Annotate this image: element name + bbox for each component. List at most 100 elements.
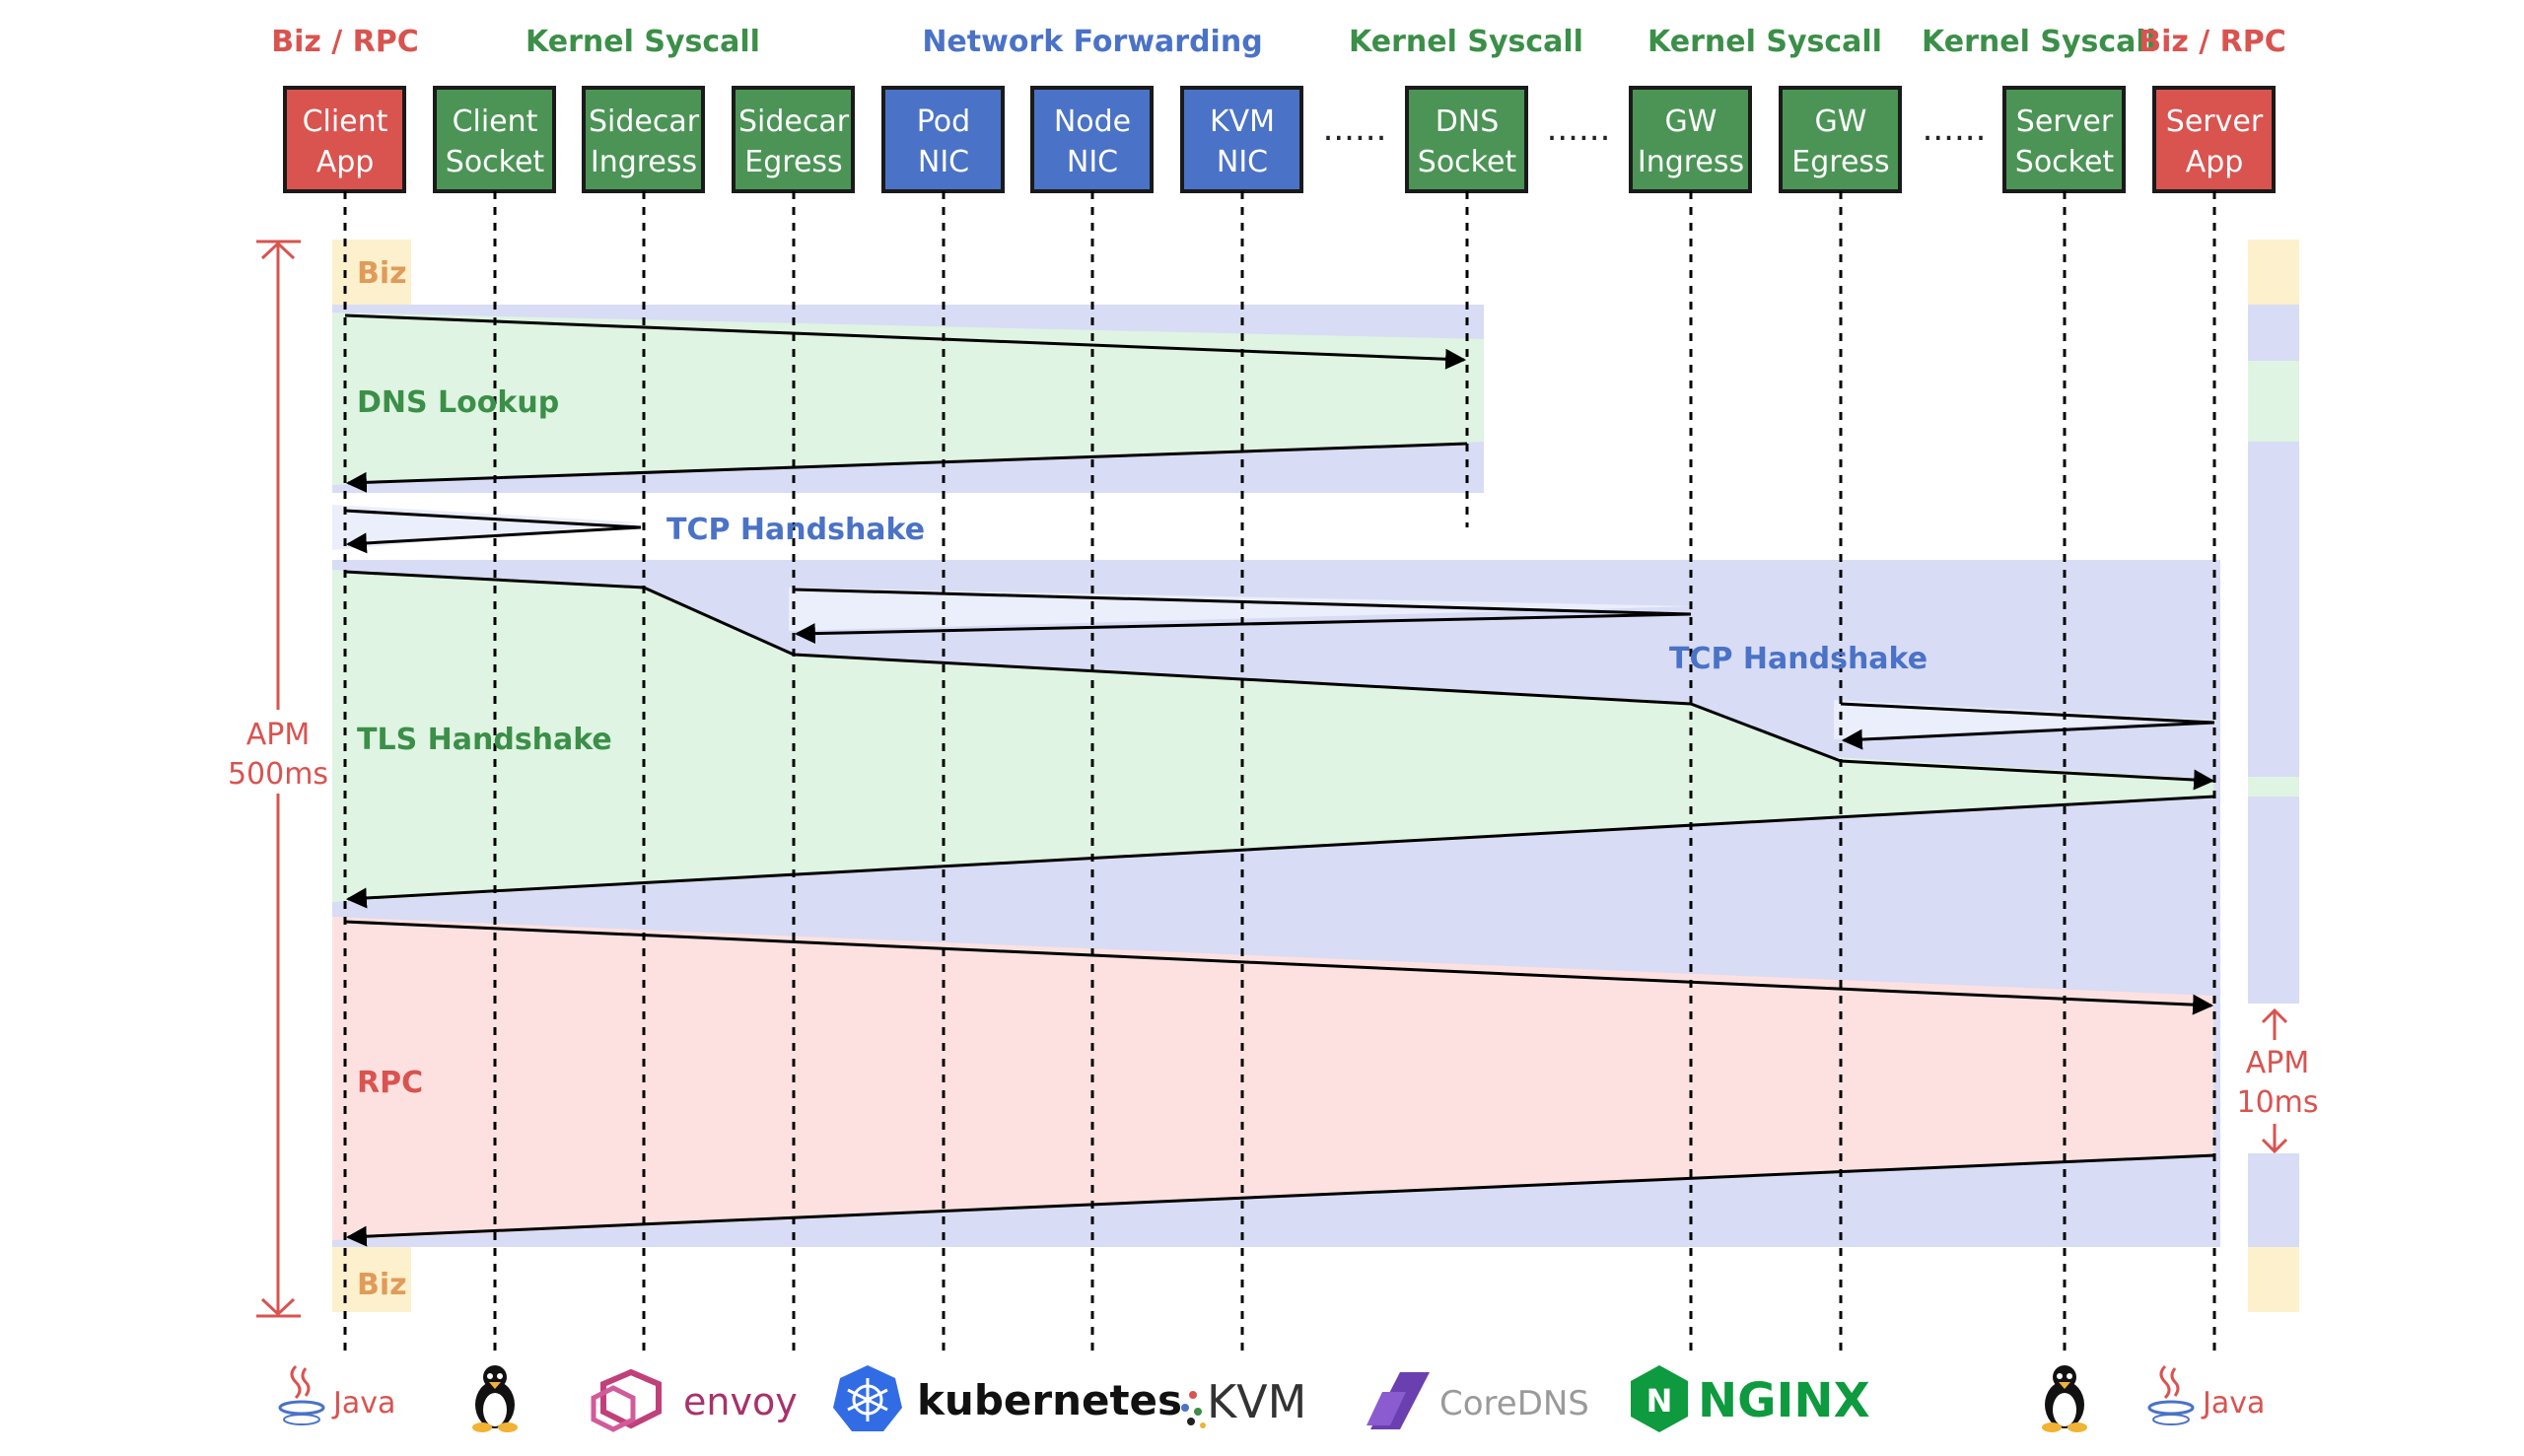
category-label: Biz / RPC <box>271 25 419 59</box>
phase-label-biz-top: Biz <box>357 256 407 291</box>
phase-label-biz-bottom: Biz <box>357 1268 407 1302</box>
component-sidecar-ingress[interactable]: Sidecar Ingress <box>582 86 705 193</box>
phase-backgrounds <box>332 240 2299 1312</box>
svg-text:Socket: Socket <box>446 145 545 179</box>
apm-client-value: 500ms <box>228 757 328 792</box>
svg-text:GW: GW <box>1665 104 1718 139</box>
tcp3-synack-arrow <box>1841 721 2215 750</box>
tcp1-synack-arrow <box>345 525 642 554</box>
tls-server-response-arrow <box>345 795 2215 909</box>
apm-client-label: APM <box>246 718 311 752</box>
svg-text:Java: Java <box>2201 1386 2265 1421</box>
svg-text:Client: Client <box>303 104 388 139</box>
envoy-logo: envoy <box>591 1368 798 1432</box>
phase-label-dns: DNS Lookup <box>357 385 559 420</box>
server-bar-tcp <box>2248 442 2299 777</box>
svg-text:Egress: Egress <box>1791 145 1889 179</box>
svg-text:NIC: NIC <box>1067 145 1118 179</box>
svg-text:DNS: DNS <box>1436 104 1500 139</box>
phase-label-tls: TLS Handshake <box>357 723 612 757</box>
logos-row: Java envoy kubernetes <box>278 1364 2265 1432</box>
component-server-app[interactable]: Server App <box>2152 86 2276 193</box>
svg-text:App: App <box>316 145 375 179</box>
svg-text:NIC: NIC <box>1217 145 1268 179</box>
category-label: Kernel Syscall <box>1922 25 2156 59</box>
lifelines <box>343 191 2216 1351</box>
component-client-socket[interactable]: Client Socket <box>433 86 556 193</box>
ellipsis: ...... <box>1323 109 1387 149</box>
svg-text:Socket: Socket <box>1418 145 1517 179</box>
server-bar-tls-green <box>2248 777 2299 797</box>
linux-logo-client <box>472 1365 518 1432</box>
svg-text:Ingress: Ingress <box>1638 145 1744 179</box>
messages <box>344 313 2215 1247</box>
category-label: Kernel Syscall <box>1349 25 1583 59</box>
phase-label-rpc: RPC <box>357 1066 423 1100</box>
category-label: Kernel Syscall <box>526 25 760 59</box>
svg-text:Server: Server <box>2016 104 2114 139</box>
server-bar-tls <box>2248 797 2299 1004</box>
dns-lookup-region <box>332 312 1484 485</box>
svg-text:NGINX: NGINX <box>1698 1373 1870 1428</box>
java-logo-client: Java <box>278 1364 395 1425</box>
svg-text:Java: Java <box>331 1386 395 1421</box>
category-headers: Biz / RPC Kernel Syscall Network Forward… <box>271 25 2286 59</box>
kvm-logo: KVM <box>1181 1375 1306 1428</box>
svg-text:kubernetes: kubernetes <box>917 1376 1182 1424</box>
component-node-nic[interactable]: Node NIC <box>1030 86 1154 193</box>
rpc-region <box>332 917 2213 1240</box>
category-label: Kernel Syscall <box>1648 25 1882 59</box>
coredns-logo: CoreDNS <box>1367 1372 1589 1429</box>
tcp2-synack-arrow <box>794 612 1692 645</box>
svg-text:Sidecar: Sidecar <box>738 104 850 139</box>
svg-text:KVM: KVM <box>1207 1375 1306 1428</box>
server-bar-biz-bottom <box>2248 1247 2299 1312</box>
dns-response-arrow <box>345 442 1468 493</box>
ellipsis: ...... <box>1547 109 1611 149</box>
component-sidecar-egress[interactable]: Sidecar Egress <box>732 86 855 193</box>
tcp-inner-region-2 <box>1834 700 2208 739</box>
component-pod-nic[interactable]: Pod NIC <box>881 86 1005 193</box>
tcp3-syn-arrow <box>1840 702 2215 725</box>
component-gw-egress[interactable]: GW Egress <box>1779 86 1902 193</box>
phase-label-tcp1: TCP Handshake <box>666 513 925 547</box>
component-kvm-nic[interactable]: KVM NIC <box>1180 86 1303 193</box>
svg-text:GW: GW <box>1815 104 1867 139</box>
svg-text:Server: Server <box>2166 104 2264 139</box>
tls-client-hello-path <box>344 570 2215 791</box>
svg-text:N: N <box>1647 1382 1673 1420</box>
svg-text:Node: Node <box>1054 104 1131 139</box>
server-bar-dns-green <box>2248 361 2299 442</box>
tcp1-region <box>332 505 641 550</box>
svg-text:Socket: Socket <box>2015 145 2115 179</box>
category-label: Biz / RPC <box>2138 25 2286 59</box>
server-bar-rpc-tail <box>2248 1153 2299 1247</box>
component-dns-socket[interactable]: DNS Socket <box>1405 86 1528 193</box>
java-logo-server: Java <box>2147 1364 2265 1425</box>
component-client-app[interactable]: Client App <box>283 86 406 193</box>
tcp2-syn-arrow <box>793 588 1692 616</box>
kubernetes-logo: kubernetes <box>833 1365 1182 1431</box>
server-bar-biz-top <box>2248 240 2299 305</box>
nginx-logo: N NGINX <box>1631 1365 1870 1432</box>
phase-label-tcp2: TCP Handshake <box>1669 642 1928 676</box>
svg-text:KVM: KVM <box>1210 104 1275 139</box>
apm-client-annotation: APM 500ms <box>228 240 328 1318</box>
linux-logo-server <box>2042 1365 2087 1432</box>
tls-handshake-region <box>332 570 2213 902</box>
component-server-socket[interactable]: Server Socket <box>2002 86 2126 193</box>
svg-text:envoy: envoy <box>683 1380 798 1423</box>
tcp1-syn-arrow <box>344 509 642 529</box>
svg-text:Client: Client <box>453 104 538 139</box>
svg-text:Ingress: Ingress <box>591 145 697 179</box>
component-gw-ingress[interactable]: GW Ingress <box>1629 86 1752 193</box>
apm-server-annotation: APM 10ms <box>2236 1007 2319 1154</box>
server-bar-dns <box>2248 305 2299 361</box>
svg-text:CoreDNS: CoreDNS <box>1439 1384 1589 1423</box>
ellipsis: ...... <box>1923 109 1987 149</box>
rpc-response-arrow <box>345 1153 2215 1247</box>
rpc-request-arrow <box>344 920 2214 1015</box>
apm-server-value: 10ms <box>2236 1085 2318 1120</box>
svg-text:NIC: NIC <box>918 145 969 179</box>
